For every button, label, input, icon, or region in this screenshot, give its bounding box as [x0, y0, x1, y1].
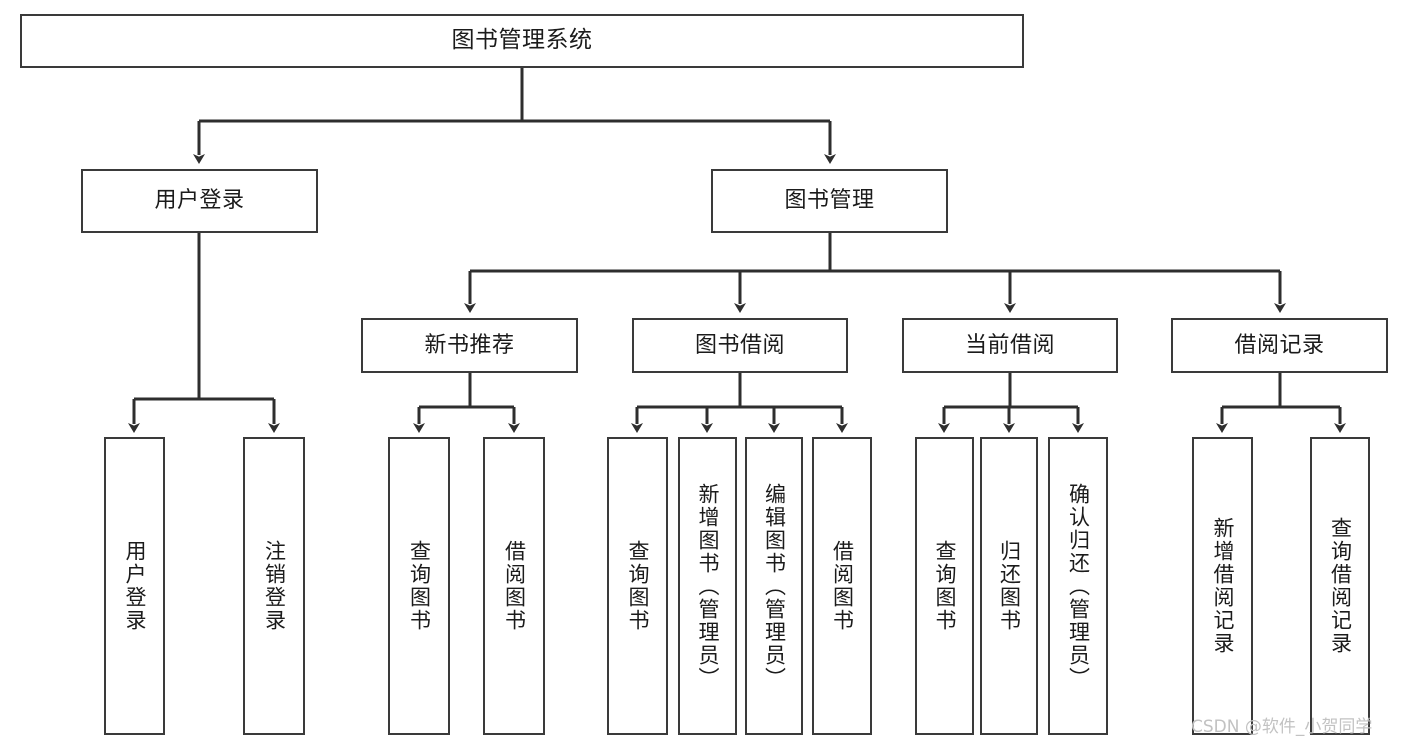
- node-leaf-add-record[interactable]: 新增借阅记录: [1192, 437, 1253, 735]
- node-leaf-add-record-label: 新增借阅记录: [1211, 517, 1236, 655]
- node-current-borrow-label: 当前借阅: [964, 332, 1055, 358]
- node-leaf-borrow-book-1-label: 借阅图书: [502, 540, 527, 632]
- node-user-login[interactable]: 用户登录: [81, 169, 318, 233]
- node-leaf-edit-book-label: 编辑图书（管理员）: [762, 482, 787, 690]
- node-current-borrow[interactable]: 当前借阅: [902, 318, 1118, 373]
- node-leaf-user-login[interactable]: 用户登录: [104, 437, 165, 735]
- node-leaf-logout[interactable]: 注销登录: [243, 437, 305, 735]
- node-new-book-recommend-label: 新书推荐: [424, 332, 515, 358]
- node-leaf-confirm-return-label: 确认归还（管理员）: [1066, 482, 1091, 690]
- node-leaf-borrow-book-2[interactable]: 借阅图书: [812, 437, 872, 735]
- node-leaf-query-book-3[interactable]: 查询图书: [915, 437, 974, 735]
- node-book-manage[interactable]: 图书管理: [711, 169, 948, 233]
- node-new-book-recommend[interactable]: 新书推荐: [361, 318, 578, 373]
- node-borrow-record[interactable]: 借阅记录: [1171, 318, 1388, 373]
- node-leaf-borrow-book-1[interactable]: 借阅图书: [483, 437, 545, 735]
- node-leaf-query-book-2[interactable]: 查询图书: [607, 437, 668, 735]
- node-root[interactable]: 图书管理系统: [20, 14, 1024, 68]
- node-leaf-query-book-2-label: 查询图书: [626, 540, 651, 632]
- node-leaf-confirm-return[interactable]: 确认归还（管理员）: [1048, 437, 1108, 735]
- node-leaf-edit-book[interactable]: 编辑图书（管理员）: [745, 437, 803, 735]
- node-book-borrow-label: 图书借阅: [694, 332, 785, 358]
- node-borrow-record-label: 借阅记录: [1234, 332, 1325, 358]
- node-book-borrow[interactable]: 图书借阅: [632, 318, 848, 373]
- node-leaf-return-book[interactable]: 归还图书: [980, 437, 1038, 735]
- node-leaf-return-book-label: 归还图书: [997, 540, 1022, 632]
- node-leaf-borrow-book-2-label: 借阅图书: [830, 540, 855, 632]
- node-leaf-add-book-label: 新增图书（管理员）: [696, 482, 721, 690]
- node-leaf-user-login-label: 用户登录: [123, 540, 148, 632]
- node-leaf-query-book-3-label: 查询图书: [933, 540, 958, 632]
- node-leaf-query-record[interactable]: 查询借阅记录: [1310, 437, 1370, 735]
- node-leaf-query-book-1-label: 查询图书: [407, 540, 432, 632]
- node-root-label: 图书管理系统: [451, 27, 593, 54]
- node-book-manage-label: 图书管理: [784, 188, 875, 214]
- node-leaf-query-book-1[interactable]: 查询图书: [388, 437, 450, 735]
- node-leaf-add-book[interactable]: 新增图书（管理员）: [678, 437, 737, 735]
- csdn-watermark: CSDN @软件_小贺同学: [1191, 717, 1373, 737]
- node-leaf-query-record-label: 查询借阅记录: [1328, 517, 1353, 655]
- node-leaf-logout-label: 注销登录: [262, 540, 287, 632]
- node-user-login-label: 用户登录: [154, 188, 245, 214]
